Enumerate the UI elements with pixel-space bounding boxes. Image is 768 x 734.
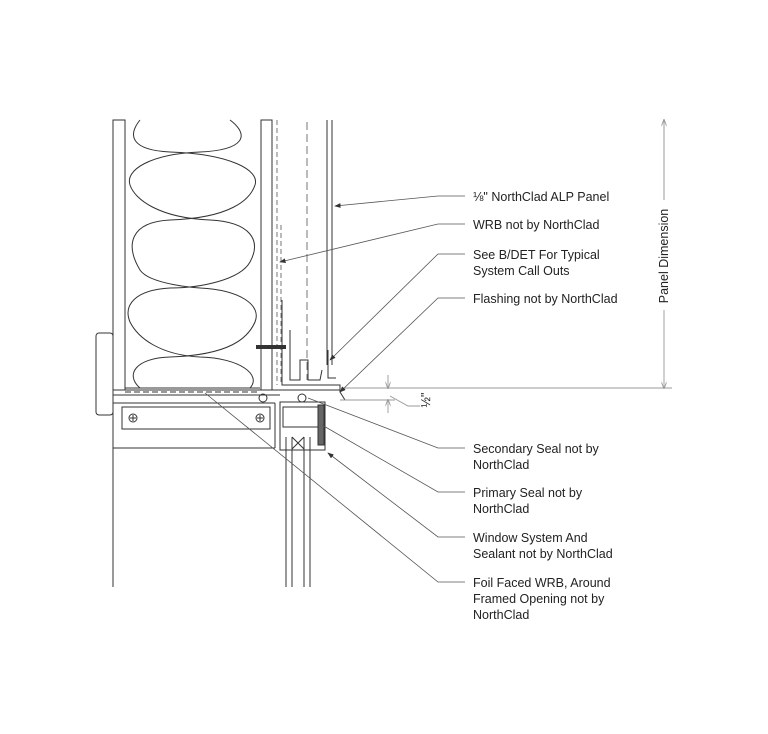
leader-lines (204, 195, 465, 583)
callout-flashing: Flashing not by NorthClad (473, 292, 618, 306)
panel-dimension-label: Panel Dimension (657, 209, 671, 304)
alp-panel (326, 120, 333, 365)
batt-insulation (124, 119, 260, 389)
callout-wrb: WRB not by NorthClad (473, 218, 599, 232)
window-frame (279, 401, 326, 587)
flashing (281, 300, 346, 401)
sheathing (260, 119, 273, 391)
window-sill (113, 389, 340, 449)
fastener (256, 345, 286, 349)
callout-panel: ⅛" NorthClad ALP Panel (473, 190, 609, 204)
gap-dimension-label: ½" (419, 393, 433, 408)
panel-dimension (340, 120, 672, 413)
screw-icon (128, 413, 138, 423)
screw-icon (255, 413, 265, 423)
wood-blocking (95, 332, 114, 416)
drywall (112, 119, 126, 391)
backer-rod (258, 393, 307, 403)
